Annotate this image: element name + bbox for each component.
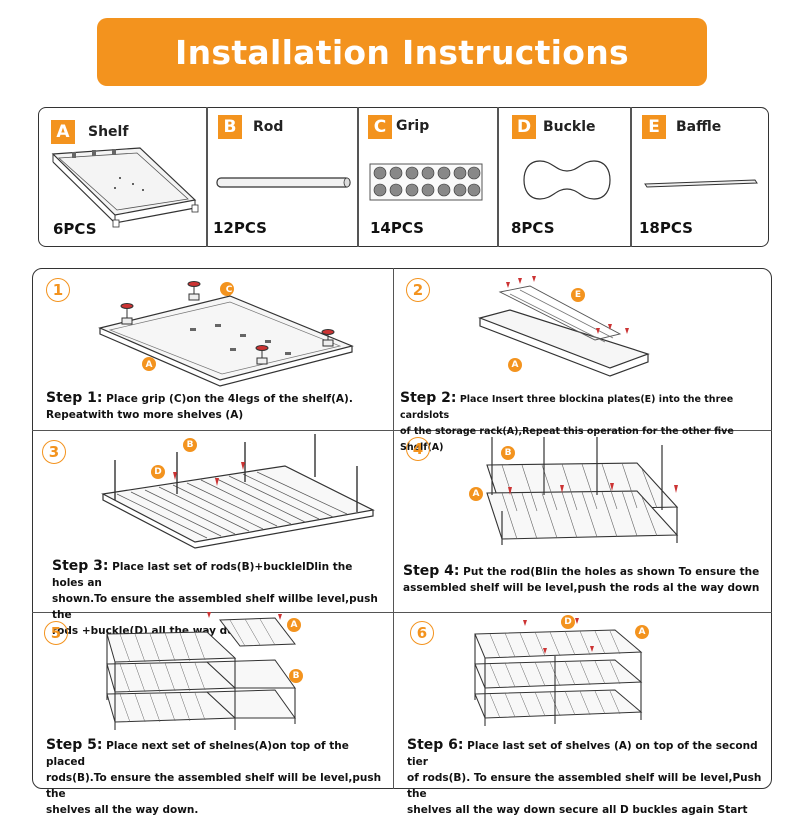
step-5-callout-a: A: [290, 620, 298, 630]
step-4-callout-b: B: [504, 448, 512, 458]
part-d-name: Buckle: [543, 119, 596, 135]
steps-divider: [32, 430, 772, 432]
part-e-count: 18PCS: [639, 219, 693, 237]
step-3-line-1: Place last set of rods(B)+bucklelDlin th…: [52, 561, 353, 589]
step-1-illustration: [98, 281, 354, 387]
part-b-count: 12PCS: [213, 219, 267, 237]
title-banner: Installation Instructions: [97, 18, 707, 86]
step-1-callout-c: C: [225, 285, 233, 295]
shelf-part-illustration: [51, 147, 199, 228]
page-title: Installation Instructions: [175, 32, 629, 72]
parts-divider: [357, 107, 359, 247]
part-c-badge: C: [368, 115, 392, 139]
step-4-line-2: assembled shelf will be level,push the r…: [403, 582, 760, 594]
step-1-number: 1: [46, 278, 70, 302]
parts-divider: [206, 107, 208, 247]
step-6-line-1: Place last set of shelves (A) on top of …: [407, 740, 758, 768]
step-2-callout-a: A: [511, 360, 519, 370]
step-6-number: 6: [410, 621, 434, 645]
part-e-badge: E: [642, 115, 666, 139]
part-e-name: Baffle: [676, 119, 722, 135]
grip-part-illustration: [369, 163, 483, 201]
step-2-label: Step 2:: [400, 390, 457, 406]
step-1-text: Step 1: Place grip (C)on the 4legs of th…: [46, 390, 391, 423]
step-6-line-3: shelves all the way down secure all D bu…: [407, 804, 748, 816]
step-2-callout-e: E: [574, 290, 582, 300]
step-4-text: Step 4: Put the rod(Blin the holes as sh…: [403, 563, 768, 596]
step-6-illustration: [474, 615, 649, 726]
step-1-label: Step 1:: [46, 390, 103, 406]
step-5-line-3: shelves all the way down.: [46, 804, 199, 816]
step-3-line-2: shown.To ensure the assembled shelf will…: [52, 593, 378, 621]
step-5-label: Step 5:: [46, 737, 103, 753]
parts-divider: [497, 107, 499, 247]
step-2-illustration: [478, 276, 650, 377]
baffle-part-illustration: [644, 179, 758, 188]
step-2-line-1: Place Insert three blockina plates(E) in…: [400, 394, 734, 421]
parts-divider: [630, 107, 632, 247]
part-d-badge: D: [512, 115, 536, 139]
step-1-line-2: Repeatwith two more shelves (A): [46, 409, 244, 421]
step-6-callout-a: A: [638, 627, 646, 637]
step-4-number: 4: [406, 437, 430, 461]
part-a-name: Shelf: [88, 124, 129, 140]
step-4-line-1: Put the rod(Blin the holes as shown To e…: [463, 566, 760, 578]
step-6-label: Step 6:: [407, 737, 464, 753]
step-3-callout-d: D: [154, 467, 162, 477]
part-a-count: 6PCS: [53, 220, 97, 238]
step-5-callout-b: B: [292, 671, 300, 681]
step-1-line-1: Place grip (C)on the 4legs of the shelf(…: [106, 393, 353, 405]
step-3-callout-b: B: [186, 440, 194, 450]
step-5-line-1: Place next set of shelnes(A)on top of th…: [46, 740, 349, 768]
step-5-number: 5: [44, 621, 68, 645]
steps-divider: [393, 268, 395, 789]
part-c-count: 14PCS: [370, 219, 424, 237]
step-1-callout-a: A: [145, 360, 153, 370]
step-5-line-2: rods(B).To ensure the assembled shelf wi…: [46, 772, 382, 800]
part-b-name: Rod: [253, 119, 284, 135]
rod-part-illustration: [216, 177, 351, 188]
step-6-text: Step 6: Place last set of shelves (A) on…: [407, 737, 769, 818]
steps-panel: [32, 268, 772, 789]
step-4-callout-a: A: [472, 489, 480, 499]
step-3-label: Step 3:: [52, 558, 109, 574]
step-2-number: 2: [406, 278, 430, 302]
part-d-count: 8PCS: [511, 219, 555, 237]
step-4-label: Step 4:: [403, 563, 460, 579]
step-5-illustration: [106, 612, 303, 730]
part-c-name: Grip: [396, 118, 430, 134]
parts-list: [38, 107, 769, 247]
part-a-badge: A: [51, 120, 75, 144]
steps-divider: [32, 612, 772, 614]
step-3-illustration: [101, 434, 375, 549]
step-5-text: Step 5: Place next set of shelnes(A)on t…: [46, 737, 386, 818]
part-b-badge: B: [218, 115, 242, 139]
step-4-illustration: [469, 437, 679, 545]
step-3-number: 3: [42, 440, 66, 464]
buckle-part-illustration: [523, 160, 611, 200]
step-6-line-2: of rods(B). To ensure the assembled shel…: [407, 772, 762, 800]
step-6-callout-d: D: [564, 617, 572, 627]
